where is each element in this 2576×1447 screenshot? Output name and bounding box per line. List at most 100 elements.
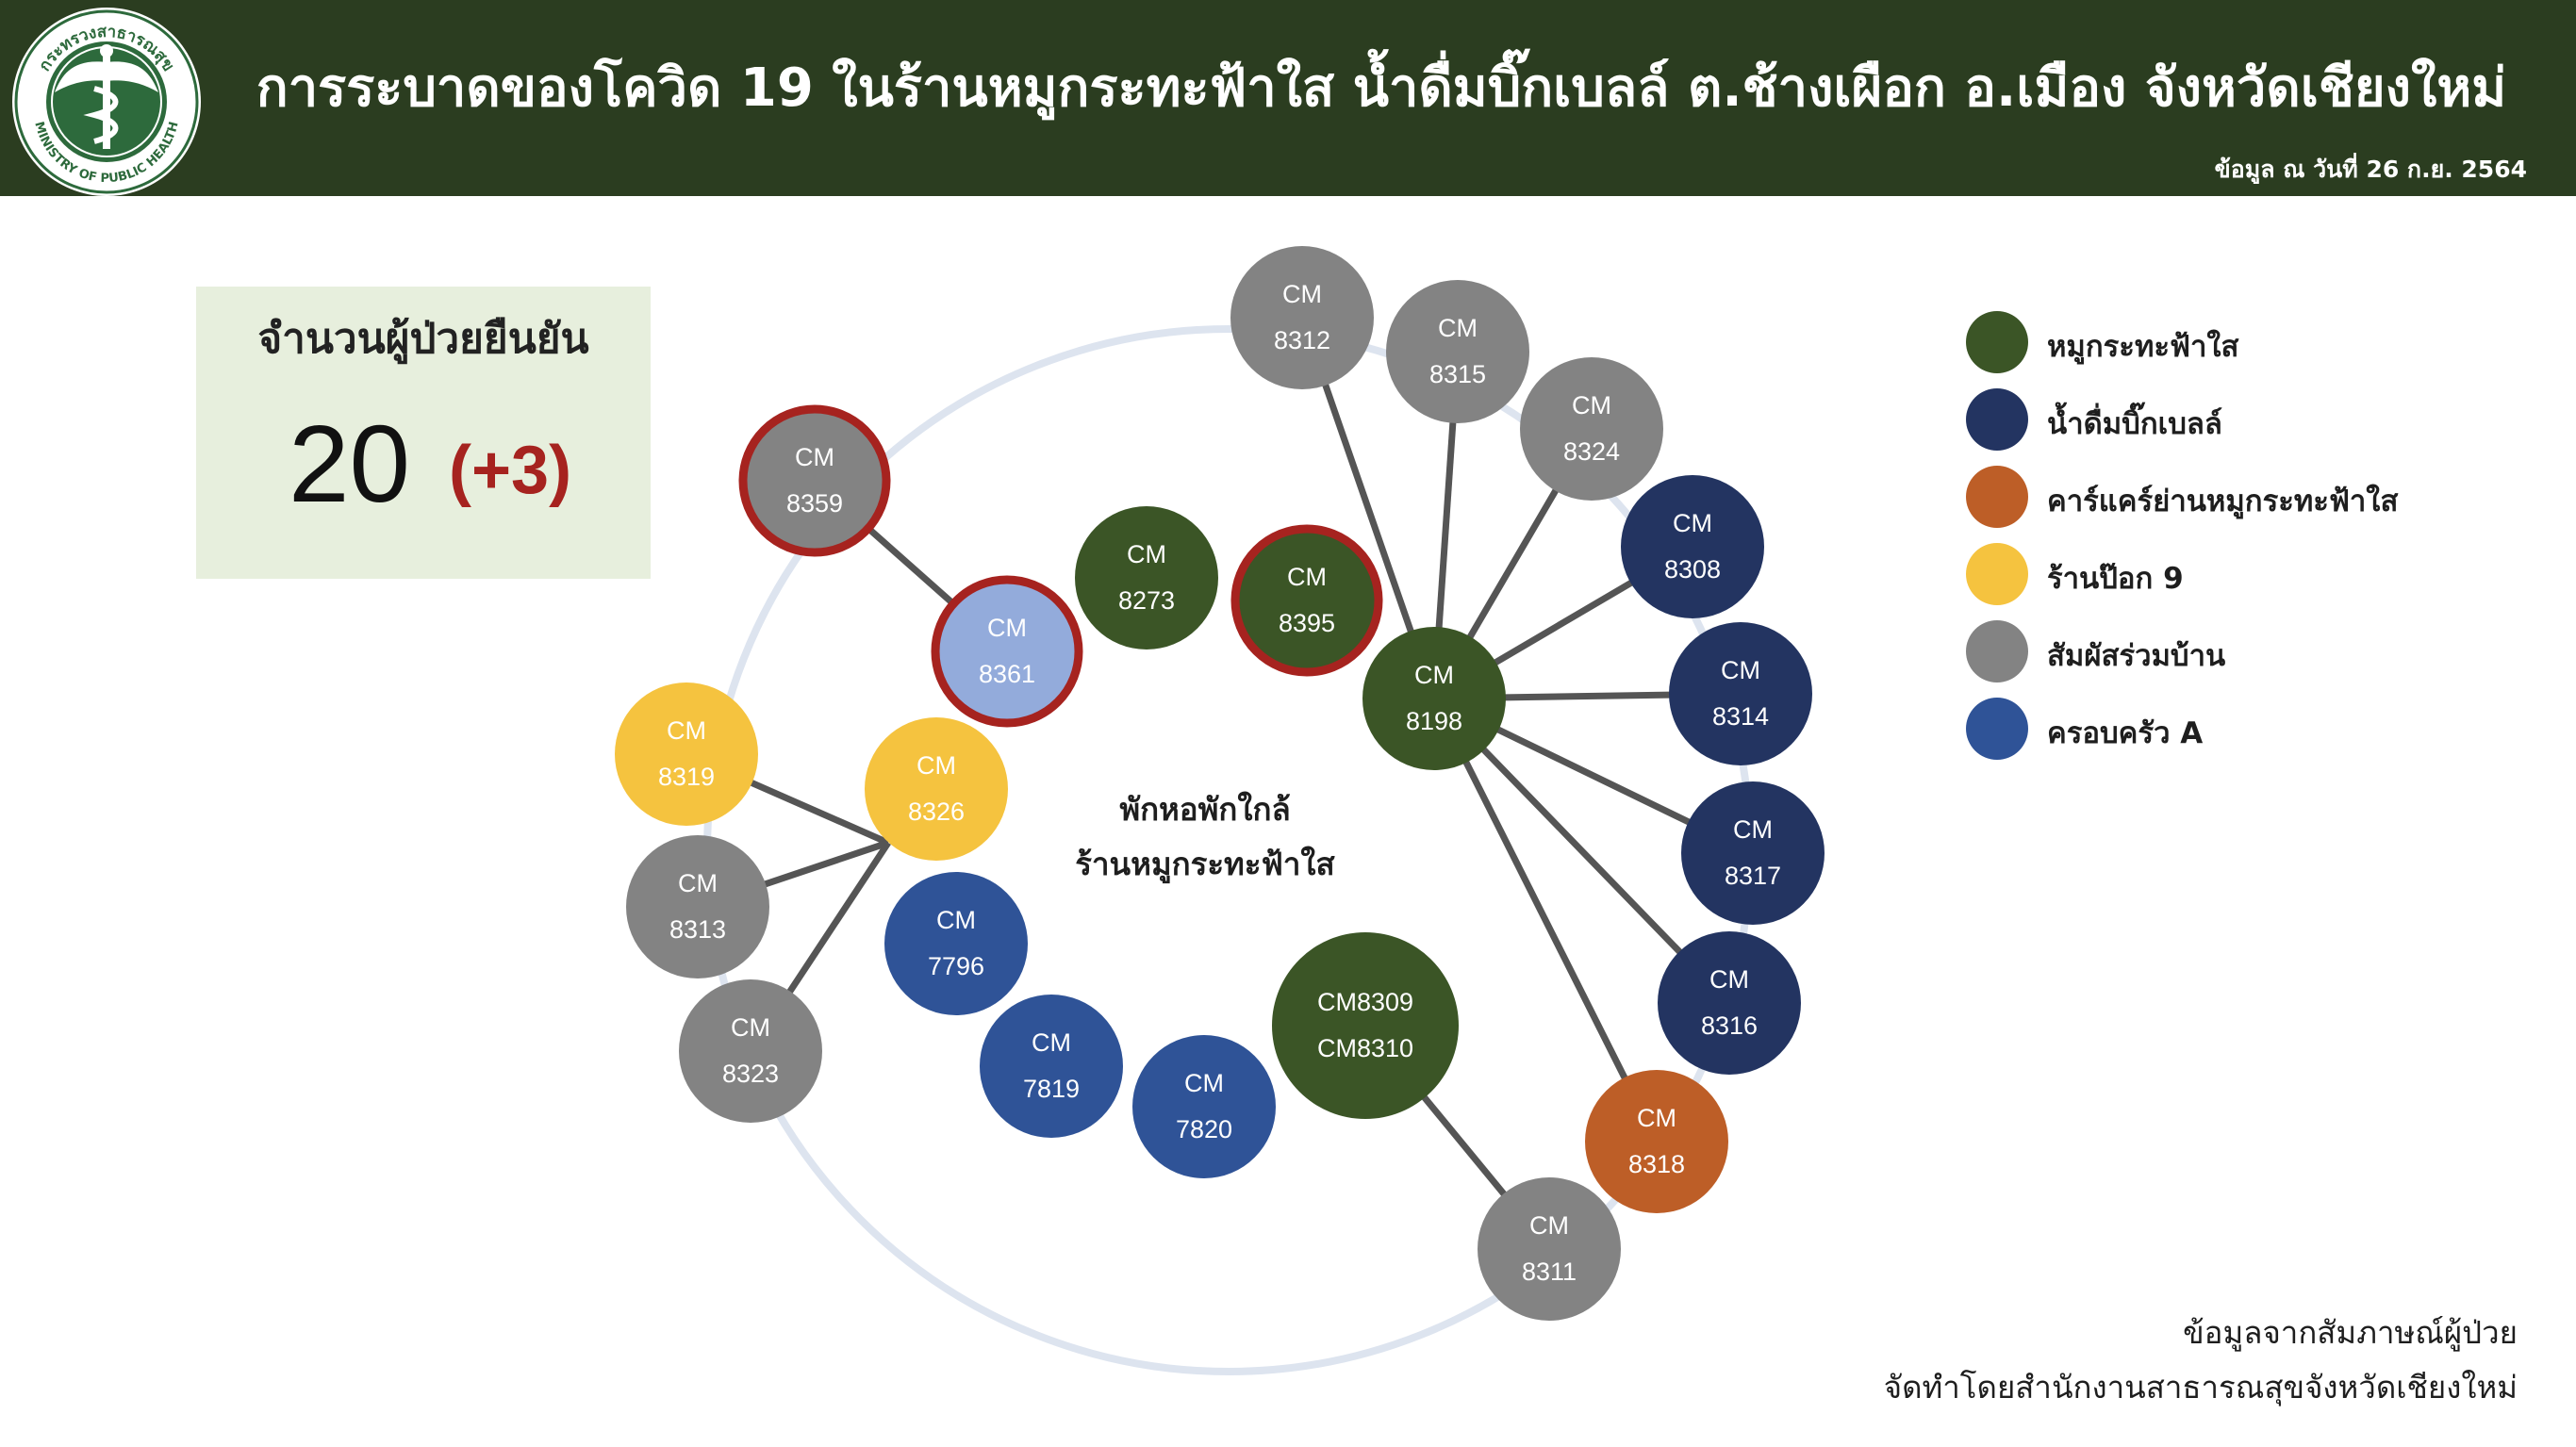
case-node-8317: CM 8317 [1681,781,1825,925]
case-node-circle [1362,627,1506,770]
case-node-8361: CM 8361 [931,575,1083,728]
case-node-7796: CM 7796 [884,872,1028,1015]
case-node-label-1: CM8309 [1317,988,1413,1016]
case-node-label-1: CM [1733,815,1773,844]
case-node-label-2: 8314 [1712,702,1769,731]
case-node-circle [1386,280,1529,423]
case-node-circle [884,872,1028,1015]
case-node-circle [1230,246,1374,389]
legend-label: ครอบครัว A [2047,716,2204,750]
case-node-circle [1585,1070,1728,1213]
legend-label: คาร์แคร์ย่านหมูกระทะฟ้าใส [2047,485,2399,518]
case-node-8313: CM 8313 [626,835,769,978]
legend-swatch [1966,311,2028,373]
case-node-label-1: CM [795,443,834,471]
case-node-label-2: 8273 [1118,586,1175,615]
case-node-circle [1075,506,1218,650]
case-node-label-1: CM [1709,965,1749,994]
case-node-label-2: 8315 [1429,360,1486,388]
case-node-label-1: CM [1673,509,1712,537]
case-node-label-2: 8318 [1628,1150,1685,1178]
case-node-8319: CM 8319 [615,682,758,826]
case-node-circle [679,979,822,1123]
confirmed-cases-label: จำนวนผู้ป่วยยืนยัน [257,315,589,363]
case-node-label-1: CM [987,614,1027,642]
case-node-label-1: CM [1529,1211,1569,1240]
case-node-label-2: 8326 [908,797,965,826]
case-node-label-1: CM [1032,1028,1071,1057]
case-node-label-1: CM [1282,280,1322,308]
case-node-8324: CM 8324 [1520,357,1663,501]
case-node-label-2: 8361 [979,660,1035,688]
case-node-label-1: CM [1414,661,1454,689]
confirmed-cases-total: 20 [289,403,411,525]
case-node-7819: CM 7819 [980,995,1123,1138]
case-node-label-1: CM [1637,1104,1676,1132]
legend-swatch [1966,466,2028,528]
case-node-label-1: CM [1438,314,1478,342]
legend-label: น้ำดื่มบิ๊กเบลล์ [2047,407,2222,441]
case-node-circle [1230,524,1383,677]
case-node-label-1: CM [936,906,976,934]
case-node-8311: CM 8311 [1478,1177,1621,1321]
case-node-7820: CM 7820 [1132,1035,1276,1178]
case-node-label-2: 8198 [1406,707,1462,735]
case-node-circle [1681,781,1825,925]
case-node-label-1: CM [731,1013,770,1042]
case-node-label-1: CM [1572,391,1611,419]
center-label-line1: พักหอพักใกล้ [1119,791,1290,828]
case-node-8198: CM 8198 [1362,627,1506,770]
case-node-circle [1272,932,1459,1119]
page-title: การระบาดของโควิด 19 ในร้านหมูกระทะฟ้าใส … [256,58,2507,119]
case-node-circle [738,404,891,557]
legend-swatch [1966,620,2028,682]
case-node-label-2: 8324 [1563,437,1620,466]
case-node-circle [1669,622,1812,765]
case-node-label-2: 8308 [1664,555,1721,584]
legend-swatch [1966,698,2028,760]
case-node-8315: CM 8315 [1386,280,1529,423]
case-node-label-1: CM [667,716,706,745]
case-node-label-2: 7796 [928,952,984,980]
ministry-seal-icon: กระทรวงสาธารณสุข MINISTRY OF PUBLIC HEAL… [12,8,201,196]
case-node-circle [626,835,769,978]
case-node-circle [1478,1177,1621,1321]
case-node-circle [1520,357,1663,501]
footer-author: จัดทำโดยสำนักงานสาธารณสุขจังหวัดเชียงใหม… [1883,1369,2518,1406]
case-node-circle [865,717,1008,861]
case-node-label-1: CM [1184,1069,1224,1097]
link-8198-8318 [1430,697,1660,1143]
case-node-label-2: 7819 [1023,1075,1080,1103]
case-node-8273: CM 8273 [1075,506,1218,650]
case-node-label-2: 8313 [669,915,726,944]
case-node-label-1: CM [678,869,718,897]
case-node-label-1: CM [1287,563,1327,591]
case-node-label-2: 8311 [1522,1258,1577,1286]
case-node-8308: CM 8308 [1621,475,1764,618]
case-node-8318: CM 8318 [1585,1070,1728,1213]
confirmed-cases-box: จำนวนผู้ป่วยยืนยัน 20 (+3) [196,287,651,579]
footer-source: ข้อมูลจากสัมภาษณ์ผู้ป่วย [2183,1314,2518,1351]
case-node-label-2: 7820 [1176,1115,1232,1143]
case-node-circle [1621,475,1764,618]
case-node-label-2: 8317 [1725,862,1781,890]
legend-label: ร้านป๊อก 9 [2047,562,2184,596]
case-node-circle [615,682,758,826]
data-date: ข้อมูล ณ วันที่ 26 ก.ย. 2564 [2214,156,2527,183]
confirmed-cases-new: (+3) [449,433,572,508]
center-label-line2: ร้านหมูกระทะฟ้าใส [1075,846,1335,884]
case-node-label-1: CM [1127,540,1166,568]
legend-swatch [1966,543,2028,605]
legend-label: สัมผัสร่วมบ้าน [2047,639,2226,673]
case-node-label-2: 8319 [658,763,715,791]
